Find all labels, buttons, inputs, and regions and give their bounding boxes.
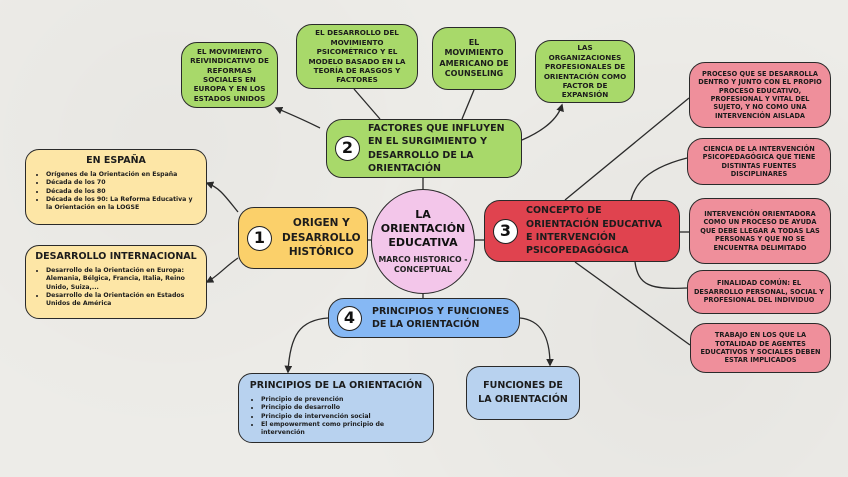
espana-item: Década de los 70 <box>46 179 198 187</box>
arrow-principios <box>284 317 329 374</box>
internacional-item: Desarrollo de la Orientación en Europa: … <box>46 267 198 292</box>
espana-title: EN ESPAÑA <box>86 155 146 166</box>
concept-text-3: INTERVENCIÓN ORIENTADORA COMO UN PROCESO… <box>700 209 820 252</box>
arrow-factor-1 <box>274 106 321 129</box>
arrow-internacional <box>205 257 239 283</box>
arrow-espana <box>205 181 239 213</box>
branch-1-label: ORIGEN Y DESARROLLO HISTÓRICO <box>282 216 361 259</box>
factor-node-4: LAS ORGANIZACIONES PROFESIONALES DE ORIE… <box>535 40 635 103</box>
principios-item: Principio de prevención <box>261 396 423 404</box>
factor-node-3: EL MOVIMIENTO AMERICANO DE COUNSELING <box>432 27 516 90</box>
center-title: LA ORIENTACIÓN EDUCATIVA <box>380 208 466 249</box>
concept-node-3: INTERVENCIÓN ORIENTADORA COMO UN PROCESO… <box>689 198 831 264</box>
concept-text-2: CIENCIA DE LA INTERVENCIÓN PSICOPEDAGÓGI… <box>702 144 816 178</box>
espana-item: Década de los 80 <box>46 188 198 196</box>
factor-text-2: EL DESARROLLO DEL MOVIMIENTO PSICOMÉTRIC… <box>308 28 406 85</box>
concept-text-1: PROCESO QUE SE DESARROLLA DENTRO Y JUNTO… <box>698 69 822 120</box>
factor-text-4: LAS ORGANIZACIONES PROFESIONALES DE ORIE… <box>543 43 627 100</box>
branch-1-number: 1 <box>247 225 272 251</box>
branch-3-number: 3 <box>493 218 518 244</box>
concept-node-1: PROCESO QUE SE DESARROLLA DENTRO Y JUNTO… <box>689 62 831 128</box>
center-topic: LA ORIENTACIÓN EDUCATIVA MARCO HISTORICO… <box>371 189 475 294</box>
factor-node-1: EL MOVIMIENTO REIVINDICATIVO DE REFORMAS… <box>181 42 278 108</box>
espana-list: EN ESPAÑA Orígenes de la Orientación en … <box>25 149 207 225</box>
center-subtitle: MARCO HISTORICO - CONCEPTUAL <box>378 255 468 275</box>
concept-text-4: FINALIDAD COMÚN: EL DESARROLLO PERSONAL,… <box>693 279 825 305</box>
internacional-list: DESARROLLO INTERNACIONAL Desarrollo de l… <box>25 245 207 319</box>
funciones-node: FUNCIONES DE LA ORIENTACIÓN <box>466 366 580 420</box>
branch-4-principios: 4 PRINCIPIOS Y FUNCIONES DE LA ORIENTACI… <box>328 298 520 338</box>
concept-node-4: FINALIDAD COMÚN: EL DESARROLLO PERSONAL,… <box>687 270 831 314</box>
arrow-factor-4 <box>521 103 564 141</box>
principios-title: PRINCIPIOS DE LA ORIENTACIÓN <box>249 380 423 391</box>
concept-node-2: CIENCIA DE LA INTERVENCIÓN PSICOPEDAGÓGI… <box>687 138 831 185</box>
principios-list: PRINCIPIOS DE LA ORIENTACIÓN Principio d… <box>238 373 434 443</box>
principios-item: Principio de desarrollo <box>261 404 423 412</box>
branch-3-concepto: 3 CONCEPTO DE ORIENTACIÓN EDUCATIVA E IN… <box>484 200 680 262</box>
arrow-funciones <box>519 317 554 367</box>
funciones-title: FUNCIONES DE LA ORIENTACIÓN <box>478 379 568 405</box>
espana-item: Década de los 90: La Reforma Educativa y… <box>46 196 198 213</box>
internacional-item: Desarrollo de la Orientación en Estados … <box>46 292 198 309</box>
branch-3-label: CONCEPTO DE ORIENTACIÓN EDUCATIVA E INTE… <box>526 205 663 257</box>
factor-node-2: EL DESARROLLO DEL MOVIMIENTO PSICOMÉTRIC… <box>296 24 418 89</box>
concept-text-5: TRABAJO EN LOS QUE LA TOTALIDAD DE AGENT… <box>700 331 821 365</box>
principios-item: Principio de intervención social <box>261 413 423 421</box>
espana-item: Orígenes de la Orientación en España <box>46 171 198 179</box>
branch-2-number: 2 <box>335 136 360 161</box>
principios-item: El empowerment como principio de interve… <box>261 421 423 438</box>
factor-text-1: EL MOVIMIENTO REIVINDICATIVO DE REFORMAS… <box>190 46 269 103</box>
branch-4-number: 4 <box>337 305 362 331</box>
branch-1-origen: 1 ORIGEN Y DESARROLLO HISTÓRICO <box>238 207 368 269</box>
factor-text-3: EL MOVIMIENTO AMERICANO DE COUNSELING <box>439 37 509 78</box>
internacional-title: DESARROLLO INTERNACIONAL <box>35 251 197 262</box>
concept-node-5: TRABAJO EN LOS QUE LA TOTALIDAD DE AGENT… <box>690 323 831 373</box>
branch-2-factores: 2 FACTORES QUE INFLUYEN EN EL SURGIMIENT… <box>326 119 522 178</box>
branch-4-label: PRINCIPIOS Y FUNCIONES DE LA ORIENTACIÓN <box>372 305 510 330</box>
branch-2-label: FACTORES QUE INFLUYEN EN EL SURGIMIENTO … <box>368 122 505 174</box>
